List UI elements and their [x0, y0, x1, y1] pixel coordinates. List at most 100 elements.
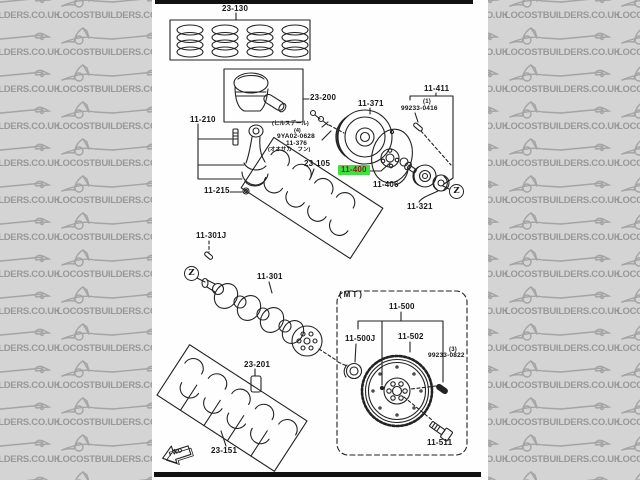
- mt-box: [336, 290, 468, 456]
- fwd-arrow: [162, 445, 194, 465]
- locost-car-icon: [0, 0, 52, 4]
- watermark-text: LOCOSTBUILDERS.CO.UK: [57, 343, 173, 354]
- locost-car-icon: [621, 29, 640, 45]
- watermark-text: LOCOSTBUILDERS.CO.UK: [505, 121, 621, 132]
- flywheel-key-drawing: [337, 361, 448, 421]
- watermark-text: LOCOSTBUILDERS.CO.UK: [617, 158, 640, 169]
- locost-car-icon: [509, 212, 612, 230]
- locost-car-icon: [509, 138, 612, 156]
- locost-car-icon: [523, 471, 609, 480]
- watermark-text: LOCOSTBUILDERS.CO.UK: [505, 195, 621, 206]
- locost-car-icon: [621, 214, 640, 230]
- locost-car-icon: [509, 101, 612, 119]
- watermark-text: LOCOSTBUILDERS.CO.UK: [0, 306, 61, 317]
- label-timing-pulley: 11-321: [407, 202, 433, 211]
- watermark-text: LOCOSTBUILDERS.CO.UK: [505, 47, 621, 58]
- watermark-tile: LOCOSTBUILDERS.CO.UK: [0, 246, 61, 283]
- watermark-text: LOCOSTBUILDERS.CO.UK: [617, 380, 640, 391]
- watermark-text: LOCOSTBUILDERS.CO.UK: [57, 10, 173, 21]
- watermark-tile: LOCOSTBUILDERS.CO.UK: [57, 209, 173, 246]
- locost-car-icon: [509, 249, 612, 267]
- watermark-tile: LOCOSTBUILDERS.CO.UK: [0, 431, 61, 468]
- locost-car-icon: [0, 217, 52, 226]
- watermark-text: LOCOSTBUILDERS.CO.UK: [57, 121, 173, 132]
- label-pulley-bolt: 11-406: [373, 180, 399, 189]
- watermark-text: LOCOSTBUILDERS.CO.UK: [0, 454, 61, 465]
- label-pulley-plate-highlighted[interactable]: 11-400: [338, 165, 370, 175]
- watermark-text: LOCOSTBUILDERS.CO.UK: [0, 417, 61, 428]
- locost-car-icon: [0, 365, 52, 374]
- diagram-page: 23-130 23-200 11-210 11-215 (ヒルスデール) (4)…: [152, 0, 488, 480]
- watermark-text: LOCOSTBUILDERS.CO.UK: [57, 454, 173, 465]
- annotation-line-2: (4): [294, 128, 301, 134]
- pulley-plate-drawing: [368, 128, 413, 184]
- watermark-tile: LOCOSTBUILDERS.CO.UK: [505, 98, 621, 135]
- watermark-tile: LOCOSTBUILDERS.CO.UK: [617, 283, 640, 320]
- watermark-tile: LOCOSTBUILDERS.CO.UK: [0, 0, 61, 24]
- z-leader-right: [442, 185, 450, 190]
- watermark-tile: LOCOSTBUILDERS.CO.UK: [617, 209, 640, 246]
- watermark-tile: LOCOSTBUILDERS.CO.UK: [505, 0, 621, 24]
- watermark-text: LOCOSTBUILDERS.CO.UK: [505, 380, 621, 391]
- locost-car-icon: [635, 473, 640, 480]
- watermark-text: LOCOSTBUILDERS.CO.UK: [57, 269, 173, 280]
- locost-car-icon: [0, 32, 52, 41]
- watermark-tile: LOCOSTBUILDERS.CO.UK: [0, 320, 61, 357]
- watermark-text: LOCOSTBUILDERS.CO.UK: [617, 10, 640, 21]
- watermark-tile: LOCOSTBUILDERS.CO.UK: [0, 98, 61, 135]
- watermark-tile: LOCOSTBUILDERS.CO.UK: [505, 431, 621, 468]
- watermark-tile: LOCOSTBUILDERS.CO.UK: [505, 135, 621, 172]
- label-ring-gear: 11-502: [398, 332, 424, 341]
- watermark-text: LOCOSTBUILDERS.CO.UK: [0, 232, 61, 243]
- locost-car-icon: [0, 291, 52, 300]
- watermark-text: LOCOSTBUILDERS.CO.UK: [505, 158, 621, 169]
- watermark-text: LOCOSTBUILDERS.CO.UK: [0, 121, 61, 132]
- watermark-text: LOCOSTBUILDERS.CO.UK: [505, 306, 621, 317]
- locost-car-icon: [0, 402, 52, 411]
- label-pulley-assembly: 11-411: [424, 84, 450, 93]
- watermark-text: LOCOSTBUILDERS.CO.UK: [0, 10, 61, 21]
- locost-car-icon: [0, 143, 52, 152]
- pulley-bolt-drawing: [394, 157, 417, 186]
- piston-drawing: [223, 68, 310, 123]
- locost-car-icon: [621, 140, 640, 156]
- watermark-tile: LOCOSTBUILDERS.CO.UK: [505, 172, 621, 209]
- locost-car-icon: [25, 476, 49, 480]
- label-key1: 99233-0416: [401, 105, 438, 112]
- view-marker-z-right: Z: [449, 184, 464, 199]
- watermark-text: LOCOSTBUILDERS.CO.UK: [505, 232, 621, 243]
- flywheel-bolt-drawing: [429, 421, 453, 442]
- locost-car-icon: [0, 439, 52, 448]
- watermark-text: LOCOSTBUILDERS.CO.UK: [0, 195, 61, 206]
- label-thrust-bearing: 23-201: [244, 360, 271, 369]
- watermark-tile: LOCOSTBUILDERS.CO.UK: [505, 357, 621, 394]
- locost-car-icon: [509, 397, 612, 415]
- watermark-text: LOCOSTBUILDERS.CO.UK: [0, 380, 61, 391]
- locost-car-icon: [509, 27, 612, 45]
- locost-car-icon: [0, 69, 52, 78]
- pulley-assembly-bracket: [409, 92, 454, 185]
- locost-car-icon: [621, 436, 640, 452]
- watermark-text: LOCOSTBUILDERS.CO.UK: [617, 306, 640, 317]
- watermark-text: LOCOSTBUILDERS.CO.UK: [617, 269, 640, 280]
- watermark-text: LOCOSTBUILDERS.CO.UK: [0, 84, 61, 95]
- watermark-tile: LOCOSTBUILDERS.CO.UK: [617, 135, 640, 172]
- thrust-bearing-drawing: [250, 368, 262, 393]
- locost-car-icon: [621, 177, 640, 193]
- watermark-text: LOCOSTBUILDERS.CO.UK: [57, 306, 173, 317]
- flywheel-bracket: [354, 311, 444, 391]
- label-piston: 23-200: [310, 93, 337, 102]
- watermark-text: LOCOSTBUILDERS.CO.UK: [505, 417, 621, 428]
- label-crank-pulley: 11-371: [358, 99, 384, 108]
- watermark-tile: LOCOSTBUILDERS.CO.UK: [617, 431, 640, 468]
- locost-car-icon: [509, 434, 612, 452]
- watermark-text: LOCOSTBUILDERS.CO.UK: [505, 84, 621, 95]
- watermark-text: LOCOSTBUILDERS.CO.UK: [617, 47, 640, 58]
- watermark-tile: LOCOSTBUILDERS.CO.UK: [617, 172, 640, 209]
- watermark-tile: LOCOSTBUILDERS.CO.UK: [57, 98, 173, 135]
- watermark-tile: LOCOSTBUILDERS.CO.UK: [505, 246, 621, 283]
- watermark-tile: LOCOSTBUILDERS.CO.UK: [0, 468, 57, 480]
- watermark-text: LOCOSTBUILDERS.CO.UK: [617, 195, 640, 206]
- watermark-text: LOCOSTBUILDERS.CO.UK: [505, 10, 621, 21]
- top-rule: [155, 0, 473, 4]
